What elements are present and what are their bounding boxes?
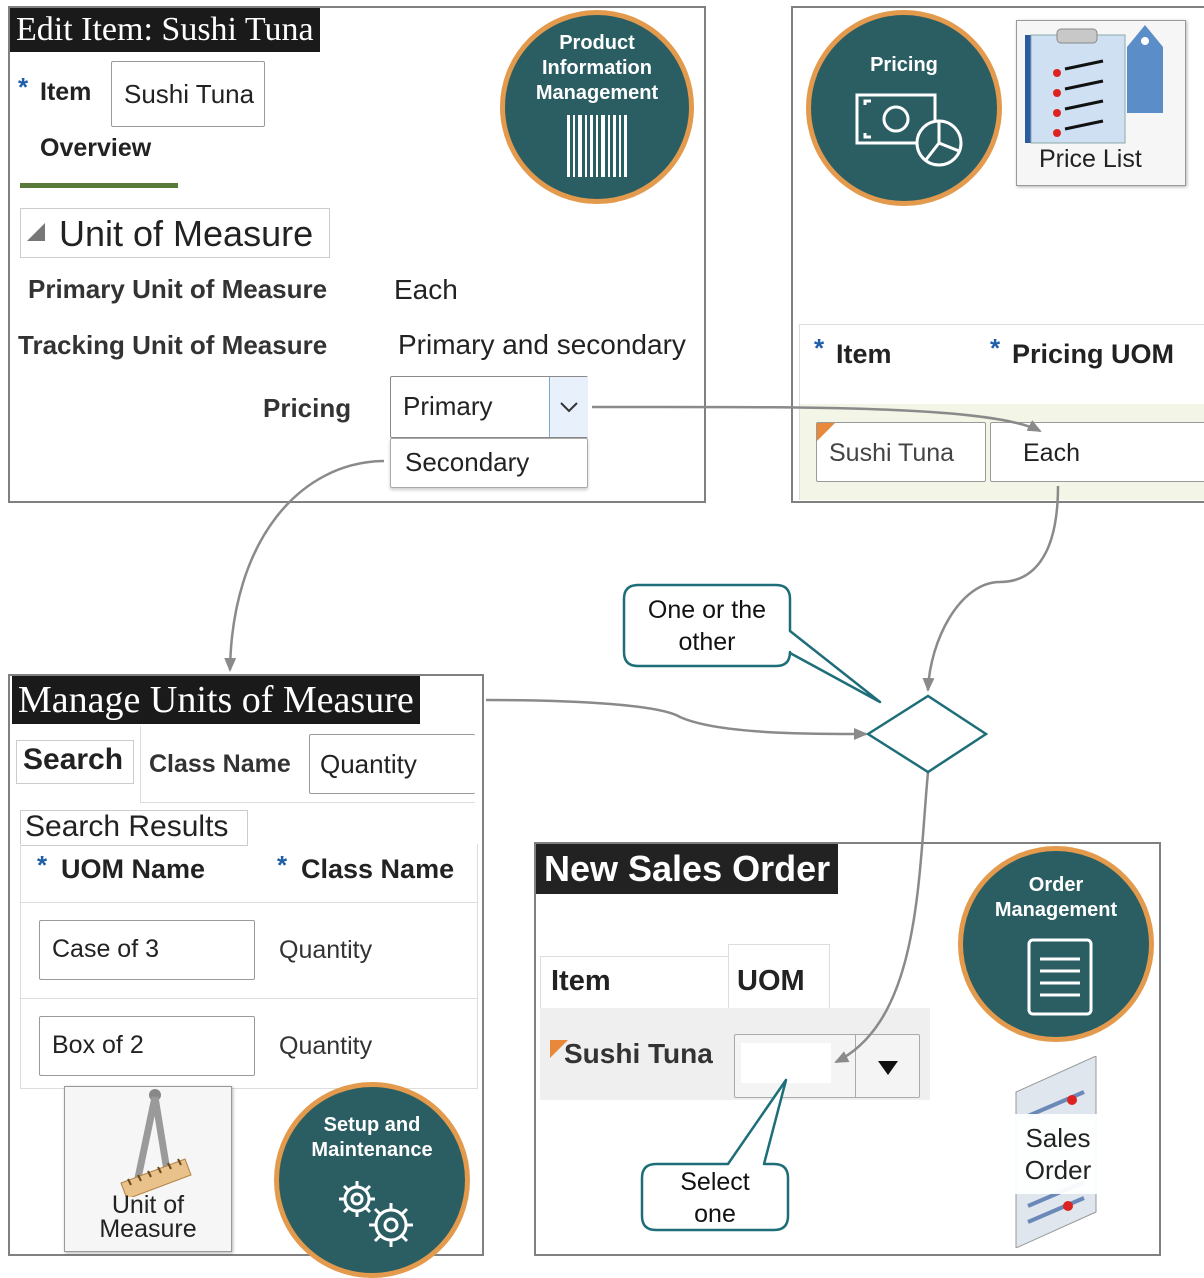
uom-class-value: Quantity xyxy=(279,936,373,964)
price-list-tile: Price List xyxy=(1016,20,1186,186)
price-list-icon xyxy=(1025,25,1163,144)
money-chart-icon xyxy=(855,93,963,167)
order-mgmt-badge: Order Management xyxy=(958,846,1154,1042)
gears-icon xyxy=(339,1181,413,1247)
callout-select-one: Select one xyxy=(680,1168,750,1228)
uom-tile-label: Unit of Measure xyxy=(99,1191,197,1243)
setup-badge-label: Setup and Maintenance xyxy=(311,1114,433,1161)
uom-section-header[interactable]: Unit of Measure xyxy=(20,208,330,258)
pricing-select-value: Primary xyxy=(403,391,493,421)
callout-one-or-other: One or the other xyxy=(647,596,767,656)
pim-badge: Product Information Management xyxy=(500,10,694,204)
required-star: * xyxy=(814,333,825,363)
results-table: * UOM Name * Class Name Case of 3 Quanti… xyxy=(20,844,478,1089)
so-table-header: Item UOM xyxy=(540,944,830,1009)
so-uom-input[interactable] xyxy=(741,1043,831,1083)
uom-section-title: Unit of Measure xyxy=(59,213,314,254)
class-name-value: Quantity xyxy=(320,749,417,779)
pricing-col-uom: Pricing UOM xyxy=(1012,339,1175,369)
sales-order-doc-label: Sales Order xyxy=(1004,1114,1112,1194)
so-col-item: Item xyxy=(551,965,611,997)
uom-name-value: Case of 3 xyxy=(52,935,160,963)
primary-uom-label: Primary Unit of Measure xyxy=(28,274,328,304)
class-name-input[interactable]: Quantity xyxy=(309,734,475,794)
tracking-uom-label: Tracking Unit of Measure xyxy=(18,330,328,360)
search-results-header: Search Results xyxy=(20,810,248,846)
compass-ruler-icon xyxy=(120,1089,192,1197)
search-form: Class Name Quantity xyxy=(140,726,475,803)
search-results-label: Search Results xyxy=(25,810,229,843)
col-uom-name: UOM Name xyxy=(61,854,206,884)
uom-name-field[interactable]: Box of 2 xyxy=(39,1016,255,1076)
tab-underline xyxy=(20,183,178,188)
pricing-select[interactable]: Primary xyxy=(390,376,588,438)
pricing-option-label: Secondary xyxy=(405,447,530,477)
pricing-table-header: * Item * Pricing UOM xyxy=(799,324,1204,405)
so-row-item: Sushi Tuna xyxy=(564,1038,713,1069)
primary-uom-value: Each xyxy=(394,274,458,305)
callout-one-or-other-shape xyxy=(622,583,882,704)
pricing-label: Pricing xyxy=(263,393,352,423)
so-col-uom-header: UOM xyxy=(728,944,830,1009)
item-label: Item xyxy=(40,78,92,106)
pricing-dropdown-button[interactable] xyxy=(549,377,588,437)
uom-class-value: Quantity xyxy=(279,1032,373,1060)
required-star: * xyxy=(277,850,288,880)
uom-tile: Unit of Measure xyxy=(64,1086,232,1252)
so-col-uom: UOM xyxy=(737,965,805,997)
connector-each-to-decision xyxy=(922,485,1060,692)
table-row: Box of 2 Quantity xyxy=(21,998,477,1088)
price-list-label: Price List xyxy=(1039,145,1142,173)
connector-manage-to-decision xyxy=(485,698,868,741)
callout-select-one-shape xyxy=(640,1078,790,1232)
edit-item-title: Edit Item: Sushi Tuna xyxy=(10,8,320,52)
triangle-down-icon xyxy=(878,1061,898,1075)
uom-name-value: Box of 2 xyxy=(52,1031,144,1059)
tab-overview-label: Overview xyxy=(40,134,152,162)
so-table-row: Sushi Tuna xyxy=(540,1008,930,1100)
item-field[interactable]: Sushi Tuna xyxy=(111,61,265,127)
changed-marker-icon xyxy=(550,1040,568,1058)
setup-badge: Setup and Maintenance xyxy=(274,1082,470,1278)
pricing-row-item-field[interactable]: Sushi Tuna xyxy=(816,422,986,482)
col-class-name: Class Name xyxy=(301,854,455,884)
class-name-label: Class Name xyxy=(149,750,291,778)
sales-order-title: New Sales Order xyxy=(536,844,839,894)
pricing-option-secondary[interactable]: Secondary xyxy=(390,438,588,488)
results-table-header: * UOM Name * Class Name xyxy=(21,844,477,903)
sales-order-panel: New Sales Order Item UOM Sushi Tuna xyxy=(534,842,1161,1256)
document-icon xyxy=(1027,938,1093,1016)
pricing-col-item: Item xyxy=(836,339,892,369)
tab-overview[interactable]: Overview xyxy=(20,128,184,190)
changed-marker-icon xyxy=(817,423,835,441)
barcode-icon xyxy=(567,115,627,177)
pricing-row-item: Sushi Tuna xyxy=(829,439,955,467)
order-mgmt-badge-label: Order Management xyxy=(994,874,1118,921)
decision-diamond xyxy=(865,694,989,774)
manage-uom-title: Manage Units of Measure xyxy=(12,676,420,724)
pricing-row-uom: Each xyxy=(1023,439,1080,467)
required-star: * xyxy=(18,72,29,102)
chevron-down-icon xyxy=(560,402,578,413)
item-field-value: Sushi Tuna xyxy=(124,79,255,109)
connector-pricing-to-uom xyxy=(591,405,1042,433)
pricing-row-uom-field[interactable]: Each xyxy=(990,422,1204,482)
pricing-badge: Pricing xyxy=(806,10,1002,206)
search-label: Search xyxy=(23,743,124,776)
so-col-item-header: Item xyxy=(540,956,729,1009)
table-row: Case of 3 Quantity xyxy=(21,902,477,999)
connector-decision-to-so xyxy=(834,771,930,1064)
required-star: * xyxy=(37,850,48,880)
collapse-triangle-icon xyxy=(27,223,45,241)
so-uom-select[interactable] xyxy=(734,1034,920,1098)
required-star: * xyxy=(990,333,1001,363)
pim-badge-label: Product Information Management xyxy=(535,32,659,104)
uom-name-field[interactable]: Case of 3 xyxy=(39,920,255,980)
pricing-badge-label: Pricing xyxy=(870,54,938,76)
connector-secondary-to-manage xyxy=(224,459,385,672)
so-uom-dropdown-button[interactable] xyxy=(855,1035,920,1097)
search-header: Search xyxy=(16,740,134,784)
tracking-uom-value: Primary and secondary xyxy=(398,329,686,360)
